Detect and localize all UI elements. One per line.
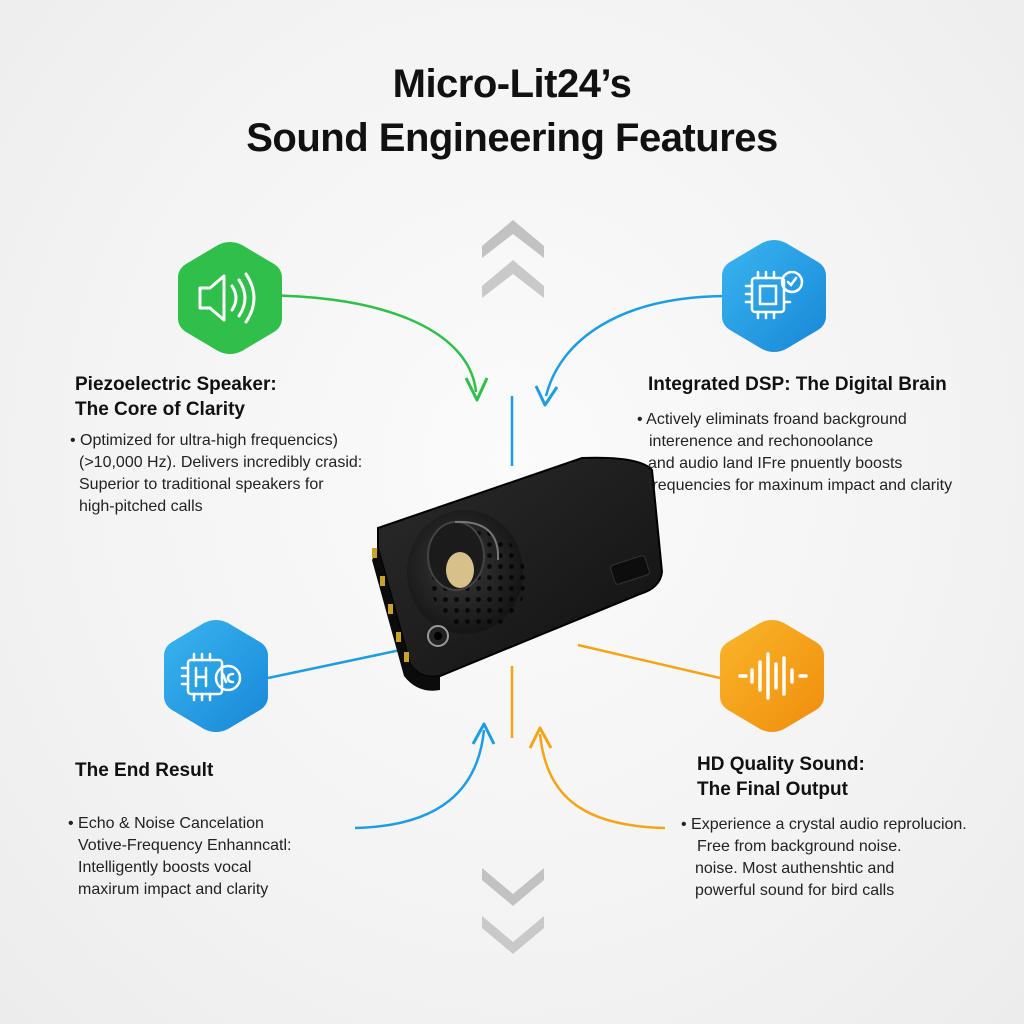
connector-result-device — [267, 646, 411, 680]
arrowhead-output — [528, 726, 553, 749]
speaker-heading: Piezoelectric Speaker: The Core of Clari… — [75, 372, 277, 422]
dsp-line: and audio land IFre pnuently boosts — [648, 455, 903, 472]
connector-output-bottom — [538, 733, 666, 830]
result-line: Intelligently boosts vocal — [78, 859, 252, 876]
chevron-up-icon — [482, 220, 544, 298]
speaker-line: high-pitched calls — [79, 498, 203, 515]
result-hexagon — [164, 620, 268, 732]
connector-speaker — [234, 294, 478, 393]
dsp-hexagon — [722, 240, 826, 352]
speaker-description: • Optimized for ultra-high frequencics) … — [70, 430, 362, 518]
waveform-icon — [738, 652, 808, 700]
result-description: • Echo & Noise Cancelation Votive-Freque… — [68, 813, 291, 901]
dsp-line: • Actively eliminats froand background — [637, 411, 907, 428]
page-title-line2: Sound Engineering Features — [246, 116, 778, 160]
output-heading: HD Quality Sound: The Final Output — [697, 752, 865, 802]
chevron-down-icon — [482, 868, 544, 954]
result-heading: The End Result — [75, 758, 213, 783]
output-line: noise. Most authenshtic and — [695, 860, 895, 877]
chip-icon — [744, 270, 804, 320]
result-line: • Echo & Noise Cancelation — [68, 815, 264, 832]
result-line: Votive-Frequency Enhanncatl: — [78, 837, 292, 854]
speaker-hexagon — [178, 242, 282, 354]
connector-device-output — [577, 643, 721, 680]
output-heading-line2: The Final Output — [697, 779, 848, 800]
dsp-heading: Integrated DSP: The Digital Brain — [648, 372, 947, 397]
connector-result-bottom — [354, 729, 486, 830]
speaker-line: • Optimized for ultra-high frequencics) — [70, 432, 338, 449]
arrowhead-result — [471, 722, 496, 745]
speaker-line: (>10,000 Hz). Delivers incredibly crasid… — [79, 454, 363, 471]
output-hexagon — [720, 620, 824, 732]
dsp-line: interenence and rechonoolance — [649, 433, 874, 450]
chip-hc-icon — [180, 652, 242, 702]
arrowhead-speaker — [464, 377, 489, 402]
dsp-description: • Actively eliminats froand background i… — [637, 409, 952, 497]
dsp-heading-line1: Integrated DSP: The Digital Brain — [648, 374, 947, 395]
connector-dsp — [544, 294, 729, 397]
result-heading-line1: The End Result — [75, 760, 214, 781]
speaker-heading-line1: Piezoelectric Speaker: — [75, 374, 277, 395]
result-line: maxirum impact and clarity — [78, 881, 269, 898]
dsp-line: frequencies for maxinum impact and clari… — [648, 477, 953, 494]
output-description: • Experience a crystal audio reprolucion… — [681, 814, 967, 902]
arrowhead-dsp — [534, 385, 559, 407]
speaker-icon — [198, 272, 256, 324]
output-line: Free from background noise. — [697, 838, 902, 855]
output-line: powerful sound for bird calls — [695, 882, 895, 899]
page-title-line1: Micro-Lit24’s — [392, 62, 632, 106]
output-line: • Experience a crystal audio reprolucion… — [681, 816, 967, 833]
speaker-heading-line2: The Core of Clarity — [75, 399, 245, 420]
output-heading-line1: HD Quality Sound: — [697, 754, 865, 775]
speaker-line: Superior to traditional speakers for — [79, 476, 324, 493]
